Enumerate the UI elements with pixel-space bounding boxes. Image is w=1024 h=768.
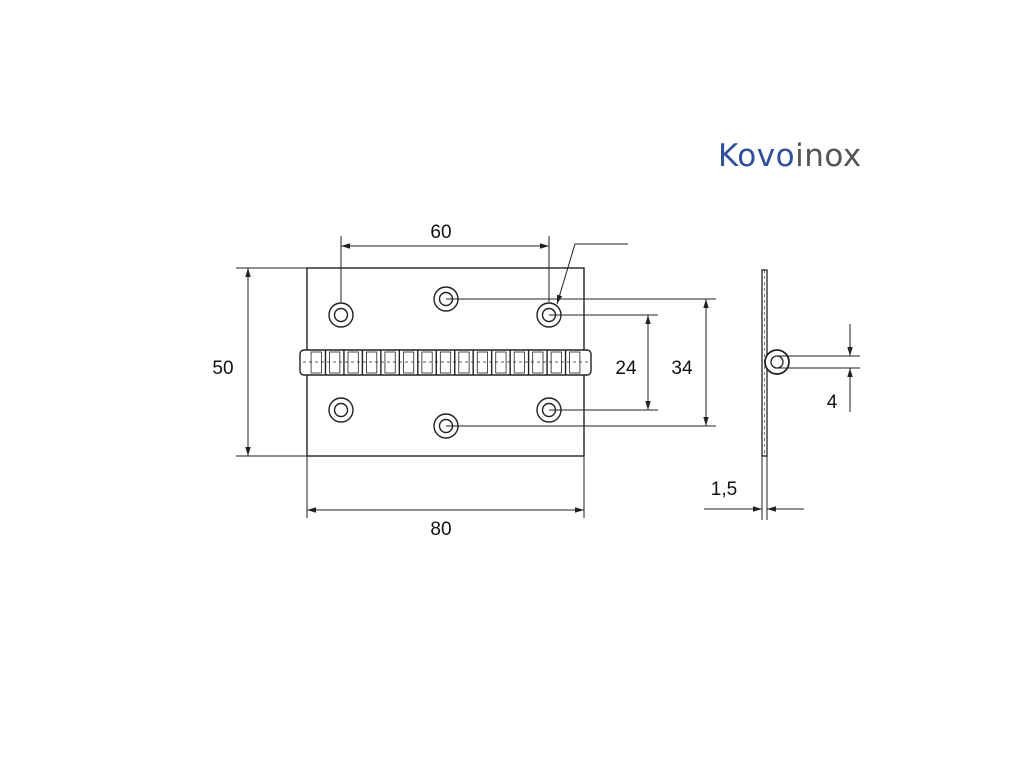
dim-label-34: 34 (671, 358, 693, 379)
knuckle-segment (347, 351, 359, 374)
dim-label-60: 60 (430, 222, 451, 243)
leader-line (556, 243, 628, 305)
knuckle-segment (421, 351, 433, 374)
mounting-hole (328, 397, 354, 423)
knuckle-segment (310, 351, 322, 374)
hinge-knuckle (299, 349, 592, 376)
dim-label-thickness: 1,5 (711, 479, 737, 500)
side-knuckle-outer (764, 349, 790, 375)
dimension-lines (236, 236, 716, 518)
knuckle-segment (402, 351, 415, 374)
knuckle-segment (550, 351, 562, 374)
knuckle-segments (310, 350, 581, 375)
dim-label-4: 4 (827, 392, 838, 413)
knuckle-segment (476, 351, 489, 374)
hinge-front-view (299, 267, 592, 457)
knuckle-segment (495, 351, 507, 374)
knuckle-segment (513, 351, 525, 374)
knuckle-segment (329, 351, 341, 374)
knuckle-segment (569, 351, 581, 374)
knuckle-segment (366, 351, 378, 374)
knuckle-segment (532, 351, 544, 374)
knuckle-segment (439, 351, 452, 374)
mounting-hole (328, 302, 354, 328)
logo-part-kovo: Kovo (718, 138, 795, 174)
dim-label-50: 50 (212, 358, 233, 379)
logo-part-inox: inox (795, 138, 862, 174)
brand-logo: Kovoinox (718, 138, 862, 174)
side-dimension-lines (704, 324, 860, 520)
knuckle-segment (384, 351, 396, 374)
knuckle-segment (458, 351, 470, 374)
dim-label-24: 24 (615, 358, 637, 379)
hinge-side-view (761, 269, 790, 457)
dim-label-80: 80 (430, 519, 451, 540)
